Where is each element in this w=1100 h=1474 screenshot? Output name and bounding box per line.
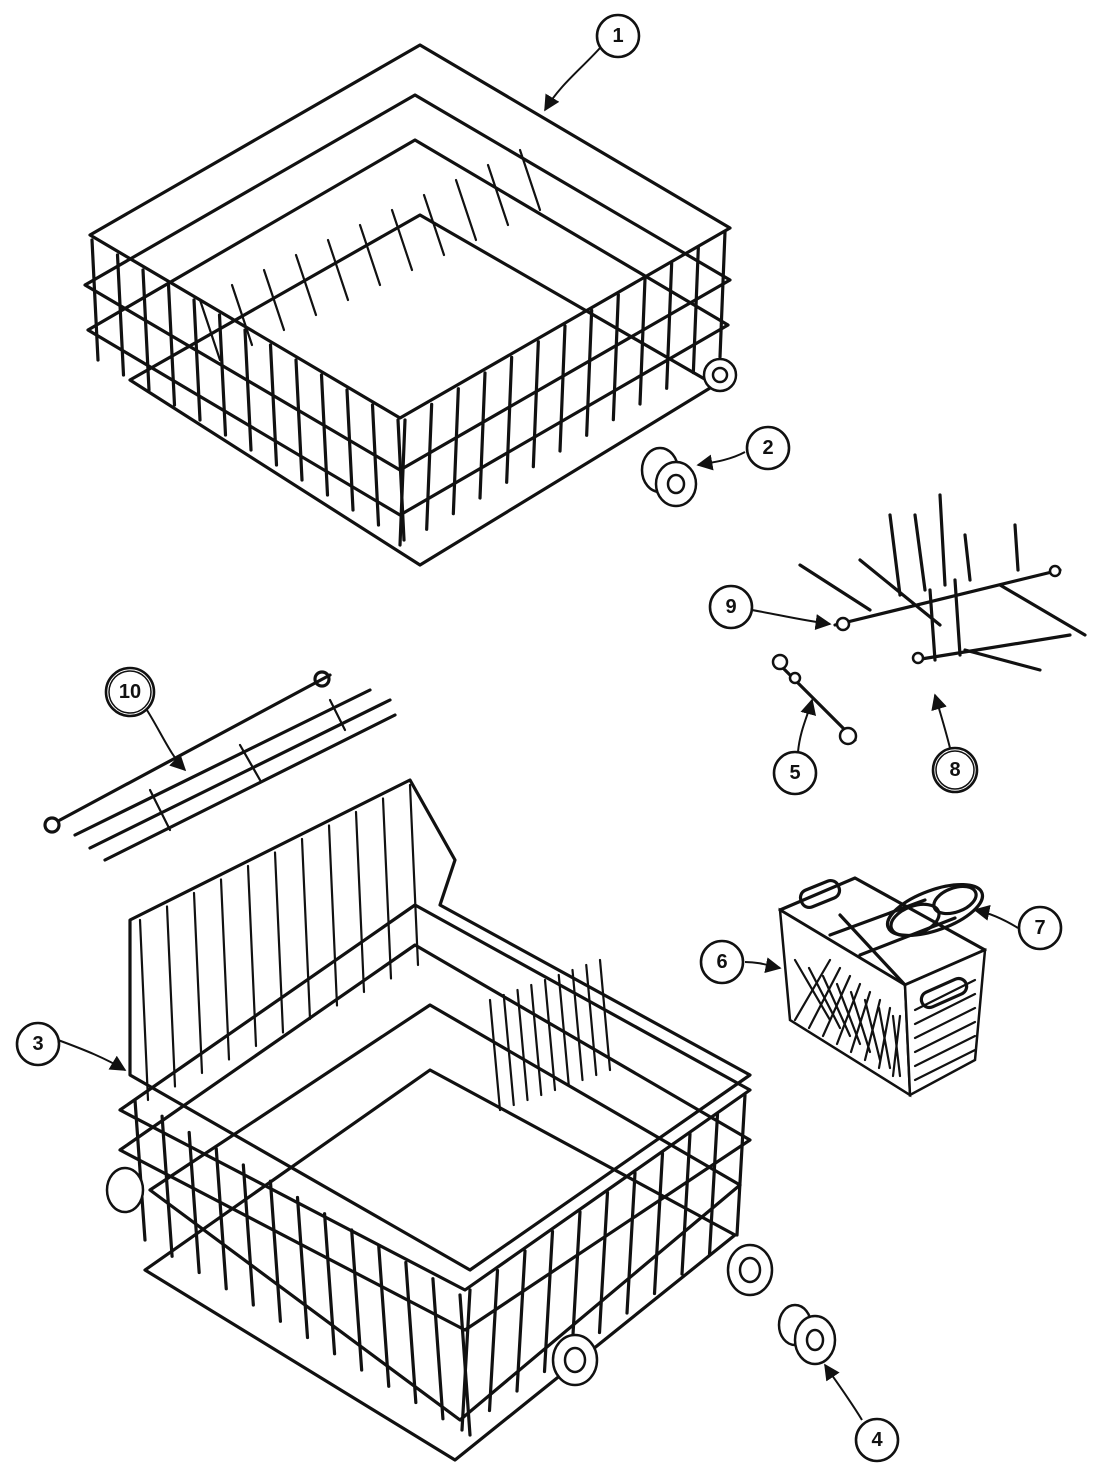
- callout-2: 2: [745, 425, 791, 471]
- callout-label-9: 9: [725, 596, 736, 618]
- callout-8: 8: [931, 746, 979, 794]
- callout-7: 7: [1017, 905, 1063, 951]
- callout-3: 3: [15, 1021, 61, 1067]
- callout-label-5: 5: [789, 762, 800, 784]
- callout-1: 1: [595, 13, 641, 59]
- callout-6: 6: [699, 939, 745, 985]
- lower-rack-wheel: [777, 1303, 837, 1366]
- callout-label-4: 4: [871, 1429, 883, 1451]
- upper-rack: [83, 43, 738, 567]
- lower-rack-rail: [43, 670, 397, 862]
- tine-clip: [771, 653, 858, 746]
- callout-label-1: 1: [612, 25, 623, 47]
- callout-9: 9: [708, 584, 754, 630]
- callout-label-8: 8: [949, 759, 960, 781]
- callout-label-10: 10: [119, 681, 141, 703]
- callout-10: 10: [104, 666, 156, 718]
- silverware-basket-cover: [885, 882, 985, 938]
- callout-label-7: 7: [1034, 917, 1045, 939]
- silverware-basket: [778, 876, 987, 1098]
- callout-label-3: 3: [32, 1033, 43, 1055]
- lower-rack: [105, 778, 774, 1462]
- leader-lines: [57, 47, 1019, 1421]
- callout-label-2: 2: [762, 437, 773, 459]
- callout-4: 4: [854, 1417, 900, 1463]
- cup-shelf-tine-assembly: [798, 493, 1087, 672]
- upper-rack-wheel: [640, 446, 698, 508]
- callout-label-6: 6: [716, 951, 727, 973]
- callout-5: 5: [772, 750, 818, 796]
